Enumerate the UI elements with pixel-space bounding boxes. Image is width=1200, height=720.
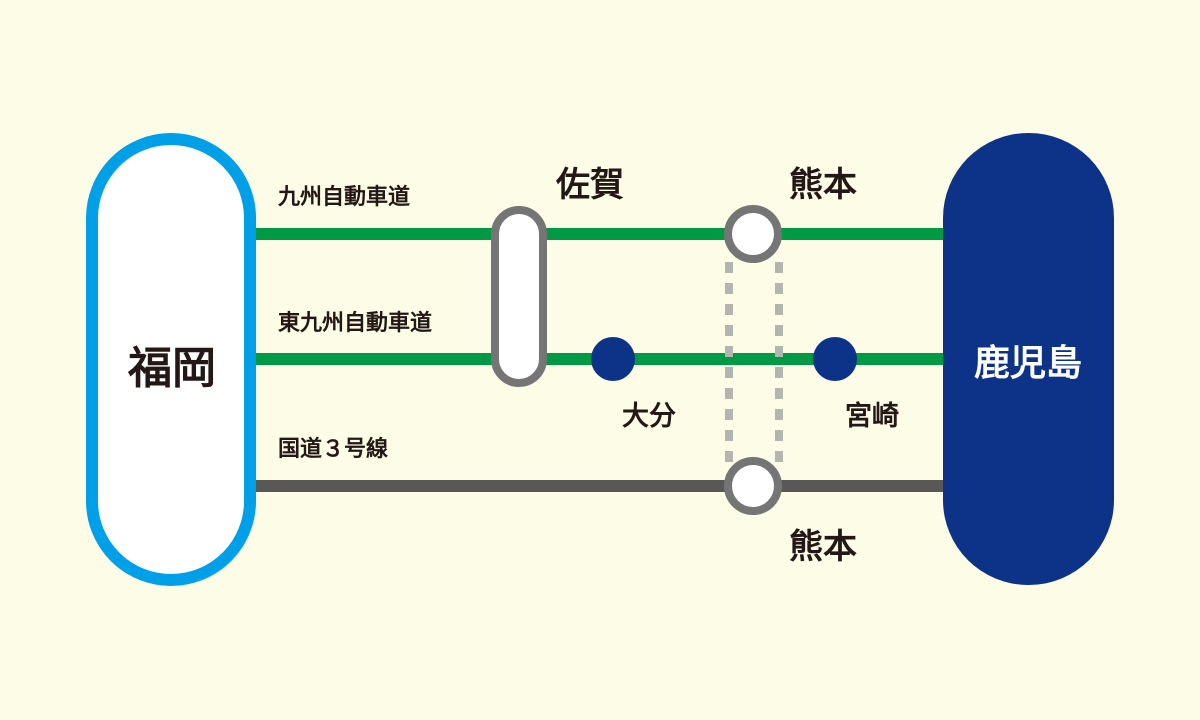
saga-node — [491, 206, 547, 387]
route-label-higashi-kyushu-expressway: 東九州自動車道 — [278, 310, 432, 336]
route-label-kyushu-expressway: 九州自動車道 — [277, 184, 410, 210]
kumamoto-label-top: 熊本 — [789, 165, 857, 205]
kumamoto-label-bottom: 熊本 — [789, 527, 857, 567]
oita-label: 大分 — [622, 401, 676, 432]
saga-label: 佐賀 — [555, 165, 624, 205]
kagoshima-node — [943, 133, 1114, 585]
kagoshima-label: 鹿児島 — [974, 343, 1082, 384]
kumamoto-node-bottom — [724, 457, 782, 515]
miyazaki-node — [813, 337, 857, 381]
fukuoka-node — [86, 133, 256, 586]
fukuoka-label: 福岡 — [127, 343, 216, 394]
oita-node — [591, 337, 635, 381]
route-label-national-route-3: 国道３号線 — [278, 436, 388, 462]
miyazaki-label: 宮崎 — [845, 400, 899, 432]
kumamoto-node-top — [724, 205, 782, 263]
